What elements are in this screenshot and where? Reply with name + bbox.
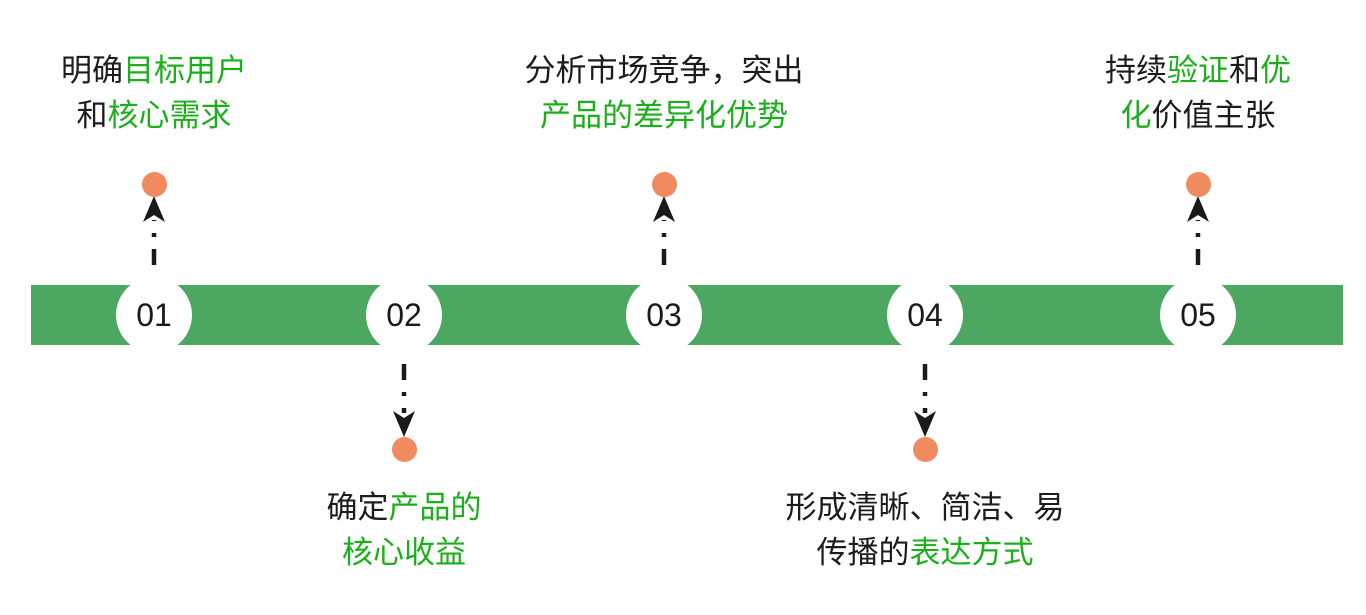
timeline-node-number: 01 (136, 297, 172, 333)
caption-text: 持续 (1105, 53, 1167, 88)
caption-text: 价值主张 (1151, 98, 1276, 133)
caption-text-highlight: 化 (1120, 98, 1152, 133)
caption-line: 明确目标用户 (0, 48, 837, 93)
caption-line: 传播的表达方式 (242, 530, 1366, 575)
marker-dot-02 (391, 436, 417, 462)
caption-line: 分析市场竞争，突出 (0, 48, 1347, 93)
step-caption-03: 分析市场竞争，突出产品的差异化优势 (0, 48, 1347, 138)
step-caption-02: 确定产品的核心收益 (0, 485, 1087, 575)
step-caption-04: 形成清晰、简洁、易传播的表达方式 (242, 485, 1366, 575)
connector-arrow-04 (905, 348, 945, 437)
caption-line: 确定产品的 (0, 485, 1087, 530)
caption-text-highlight: 优 (1260, 53, 1291, 88)
caption-text-highlight: 目标用户 (123, 53, 247, 88)
caption-text: 确定 (326, 490, 389, 525)
caption-line: 形成清晰、简洁、易 (242, 485, 1366, 530)
marker-dot-05 (1185, 171, 1211, 197)
caption-text: 和 (76, 98, 108, 133)
caption-text: 形成清晰、简洁、易 (785, 490, 1065, 525)
caption-text: 和 (1229, 53, 1260, 88)
timeline-node-number: 05 (1180, 297, 1216, 333)
timeline-node-number: 04 (907, 297, 943, 333)
timeline-node-01[interactable]: 01 (118, 279, 190, 351)
caption-line: 持续验证和优 (515, 48, 1366, 93)
timeline-node-number: 02 (386, 297, 422, 333)
step-caption-05: 持续验证和优化价值主张 (515, 48, 1366, 138)
timeline-node-number: 03 (646, 297, 682, 333)
connector-arrow-02 (384, 348, 424, 437)
caption-line: 产品的差异化优势 (0, 93, 1347, 138)
caption-text: 传播的 (816, 535, 910, 570)
caption-text: 明确 (61, 53, 123, 88)
timeline-node-03[interactable]: 03 (628, 279, 700, 351)
marker-dot-03 (651, 171, 677, 197)
caption-text-highlight: 验证 (1167, 53, 1229, 88)
timeline-node-05[interactable]: 05 (1162, 279, 1234, 351)
caption-text-highlight: 核心需求 (107, 98, 232, 133)
caption-line: 核心收益 (0, 530, 1087, 575)
marker-dot-04 (912, 436, 938, 462)
connector-arrow-01 (134, 196, 174, 281)
caption-text: 分析市场竞争，突出 (524, 53, 804, 88)
caption-line: 化价值主张 (515, 93, 1366, 138)
caption-line: 和核心需求 (0, 93, 837, 138)
timeline-node-02[interactable]: 02 (368, 279, 440, 351)
connector-arrow-03 (644, 196, 684, 281)
caption-text-highlight: 表达方式 (909, 535, 1034, 570)
marker-dot-01 (141, 171, 167, 197)
caption-text-highlight: 产品的 (388, 490, 482, 525)
caption-text-highlight: 产品的差异化优势 (540, 98, 788, 133)
caption-text-highlight: 核心收益 (342, 535, 466, 570)
timeline-node-04[interactable]: 04 (889, 279, 961, 351)
step-caption-01: 明确目标用户和核心需求 (0, 48, 837, 138)
connector-arrow-05 (1178, 196, 1218, 281)
